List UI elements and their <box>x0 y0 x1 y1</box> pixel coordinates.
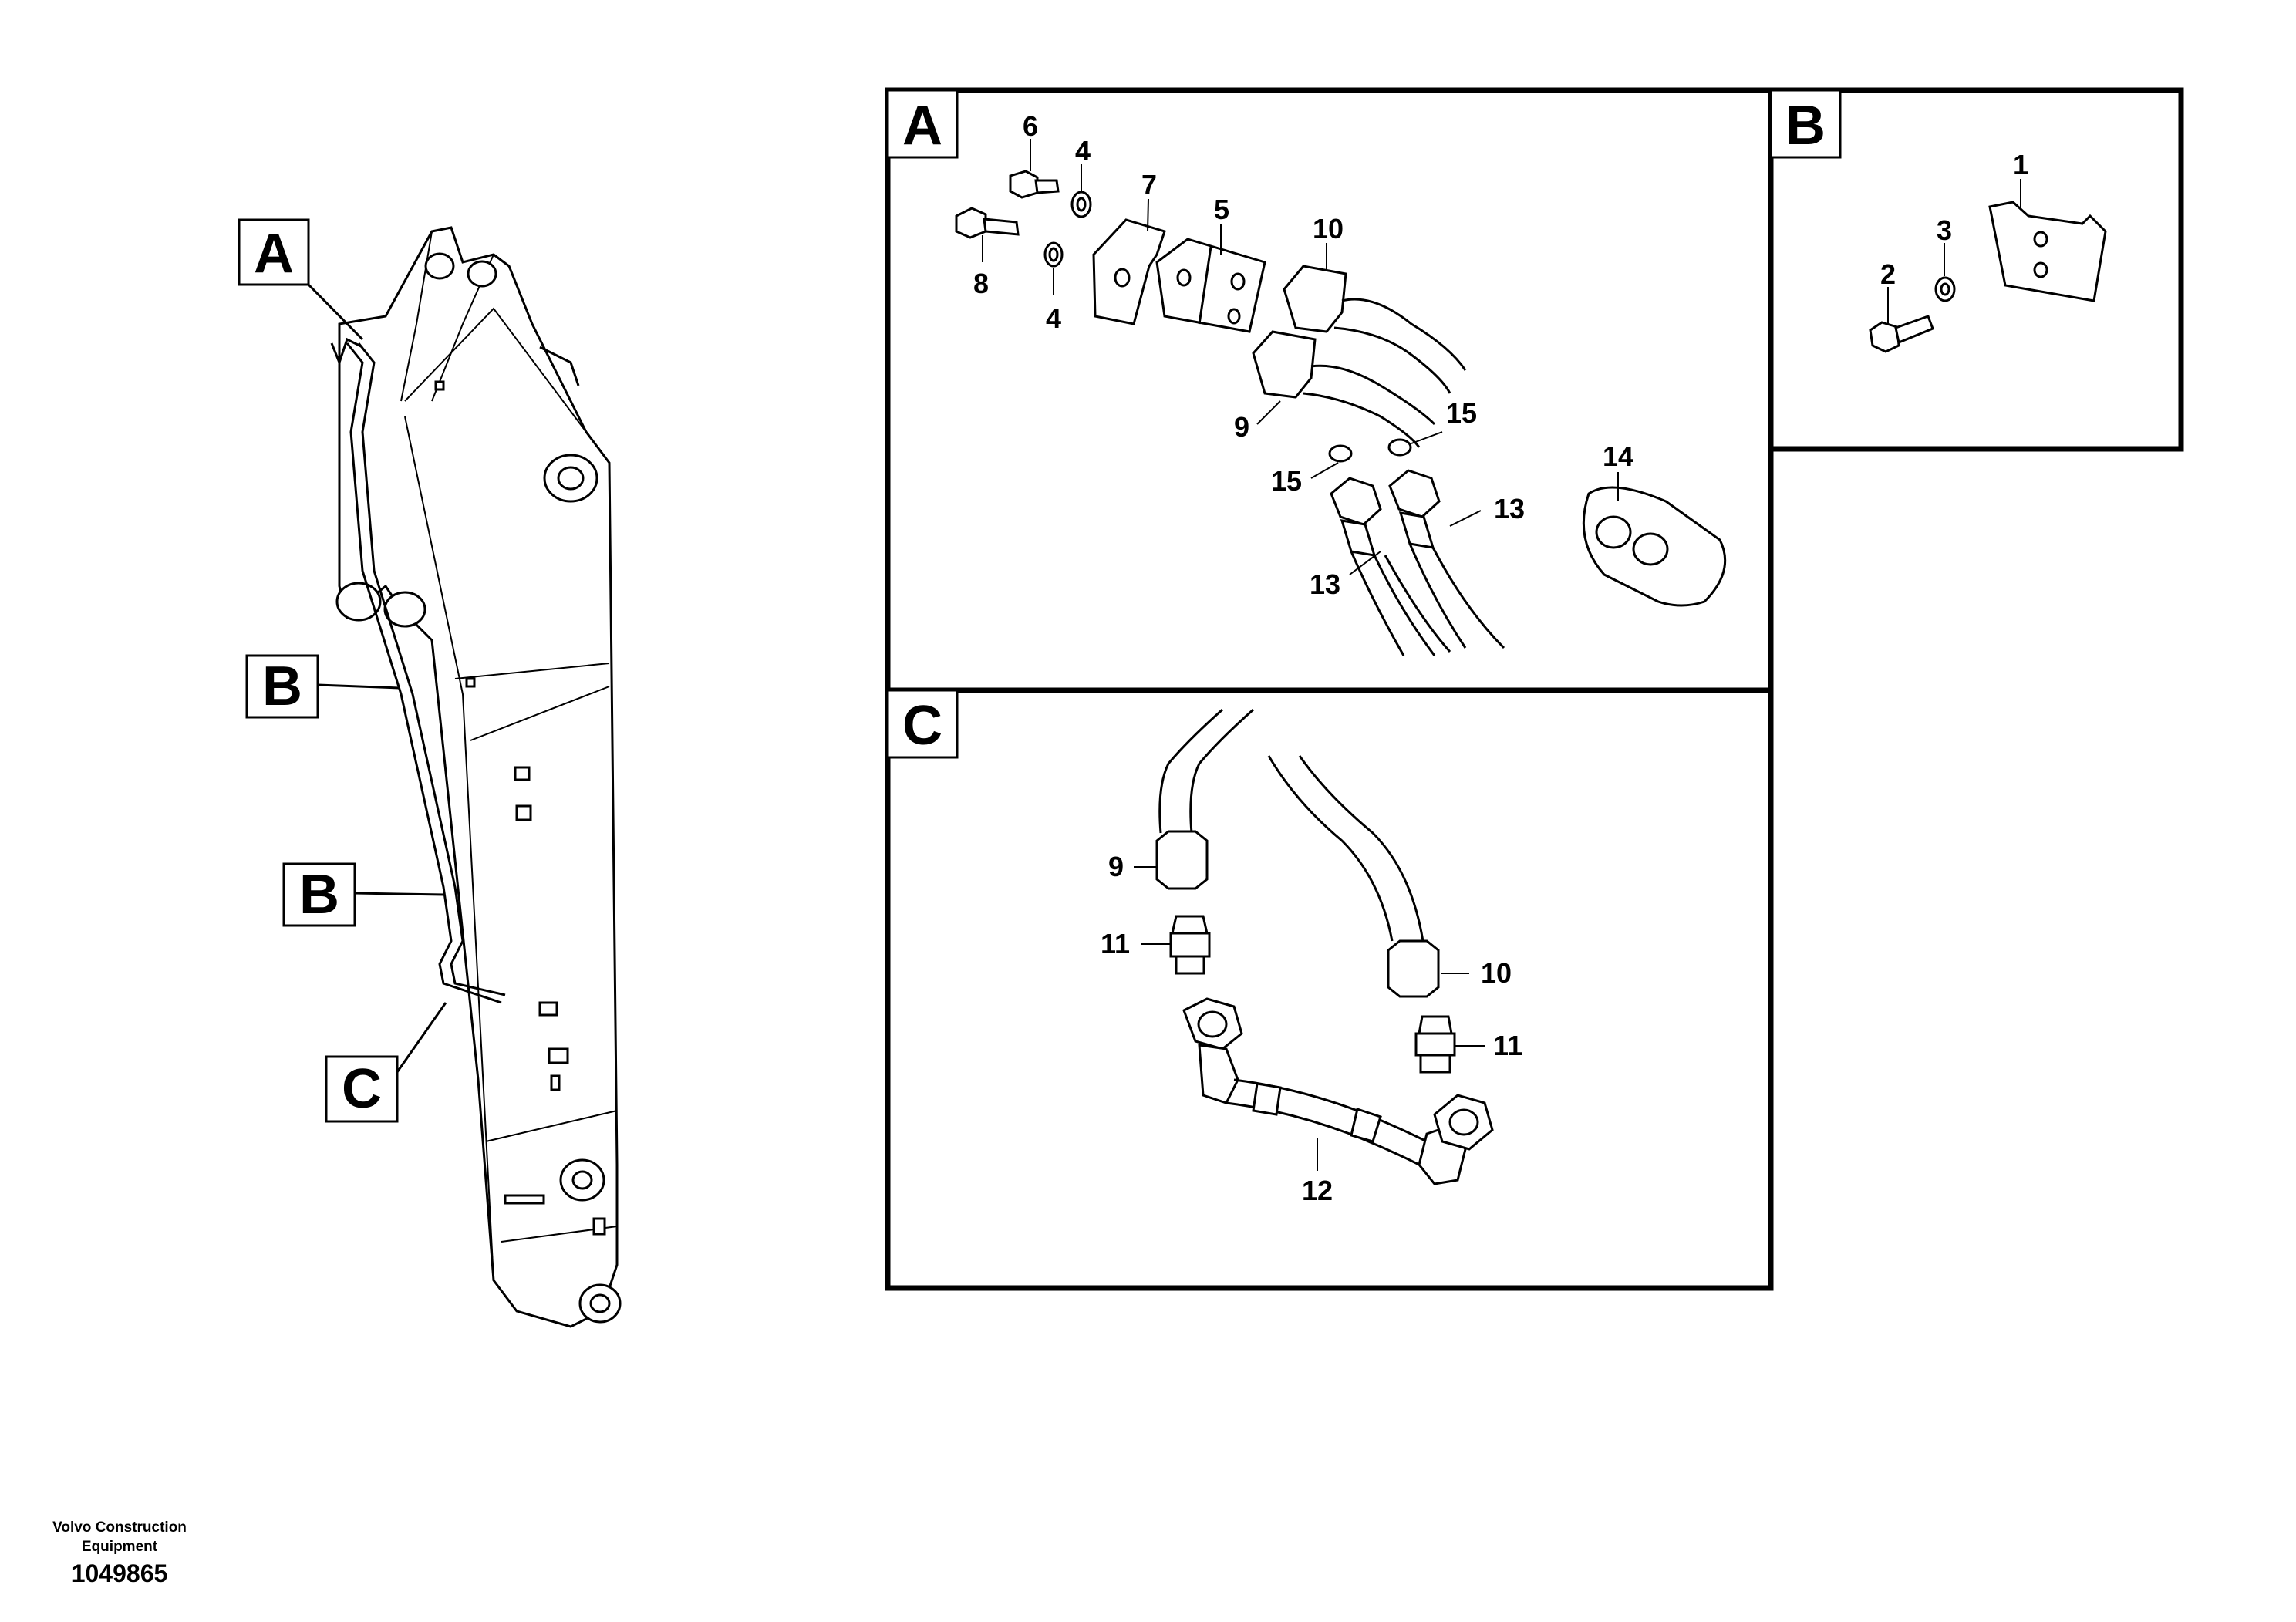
panel-c-parts <box>1134 708 1494 1185</box>
label-c-9: 9 <box>1108 851 1124 882</box>
part-2-bolt[interactable] <box>1869 315 1934 353</box>
panel-b-parts <box>1869 179 2107 353</box>
label-13-left: 13 <box>1310 568 1340 600</box>
part-13-hose-right[interactable] <box>1388 469 1505 649</box>
label-4-top: 4 <box>1075 135 1091 167</box>
part-15-oring-right[interactable] <box>1387 438 1412 457</box>
overview-callout-a-label: A <box>254 223 294 285</box>
part-8-bolt[interactable] <box>955 207 1020 239</box>
panel-a-parts <box>955 139 1727 656</box>
label-9: 9 <box>1234 411 1249 443</box>
label-4-bottom: 4 <box>1046 302 1061 334</box>
label-13-right: 13 <box>1494 493 1525 524</box>
label-5: 5 <box>1214 194 1229 225</box>
label-10: 10 <box>1313 213 1344 244</box>
brand-line-1: Volvo Construction <box>52 1519 187 1536</box>
part-9-hose-fitting[interactable] <box>1252 330 1436 448</box>
brand-line-2: Equipment <box>81 1539 158 1555</box>
label-1: 1 <box>2013 149 2028 180</box>
panel-c-letter: C <box>902 695 942 757</box>
label-8: 8 <box>973 268 989 299</box>
overview-callout-c[interactable]: C <box>325 1002 447 1123</box>
part-5-clamp-block[interactable] <box>1155 238 1266 333</box>
label-3: 3 <box>1937 214 1952 246</box>
part-4-washer-bottom[interactable] <box>1043 241 1064 268</box>
part-4-washer-top[interactable] <box>1070 191 1092 218</box>
panel-b-letter: B <box>1785 95 1826 157</box>
label-c-10: 10 <box>1481 957 1512 989</box>
label-15-left: 15 <box>1271 465 1302 497</box>
boom-overview-illustration <box>330 226 622 1328</box>
overview-callout-b1[interactable]: B <box>245 654 400 719</box>
label-2: 2 <box>1880 258 1896 290</box>
part-3-washer[interactable] <box>1934 276 1956 302</box>
overview-callout-b2[interactable]: B <box>282 862 445 927</box>
overview-callout-b1-label: B <box>262 656 302 717</box>
part-1-clamp-plate[interactable] <box>1988 201 2107 302</box>
part-13-hose-left[interactable] <box>1330 477 1451 656</box>
detail-panel-b-frame <box>1768 87 2184 452</box>
part-10-hose-fitting[interactable] <box>1283 265 1467 394</box>
label-7: 7 <box>1141 169 1157 201</box>
overview-callout-b2-label: B <box>299 864 339 926</box>
panel-b-tag: B <box>1769 89 1842 159</box>
part-14-spacer-block[interactable] <box>1582 486 1727 607</box>
label-c-11-left: 11 <box>1101 928 1130 959</box>
part-6-bolt[interactable] <box>1009 170 1060 199</box>
part-15-oring-left[interactable] <box>1328 444 1353 463</box>
panel-a-tag: A <box>886 89 959 159</box>
overview-callout-c-label: C <box>342 1058 382 1120</box>
part-11-adapter-left[interactable] <box>1169 915 1211 975</box>
part-9-hose-end[interactable] <box>1155 708 1254 890</box>
panel-c-tag: C <box>886 689 959 759</box>
label-14: 14 <box>1603 440 1633 472</box>
part-12-hose-assembly[interactable] <box>1182 997 1494 1185</box>
overview-callout-a[interactable]: A <box>238 218 364 341</box>
part-7-clamp-half[interactable] <box>1092 218 1166 325</box>
part-10-hose-end[interactable] <box>1267 755 1440 998</box>
label-c-12: 12 <box>1302 1175 1333 1206</box>
label-c-11-right: 11 <box>1493 1030 1522 1061</box>
detail-panel-c-frame <box>885 687 1774 1291</box>
drawing-number: 1049865 <box>71 1560 168 1587</box>
label-6: 6 <box>1023 110 1038 142</box>
label-15-right: 15 <box>1446 397 1477 429</box>
brand-caption: Volvo Construction Equipment <box>31 1518 208 1556</box>
part-11-adapter-right[interactable] <box>1414 1015 1456 1074</box>
panel-a-letter: A <box>902 95 942 157</box>
